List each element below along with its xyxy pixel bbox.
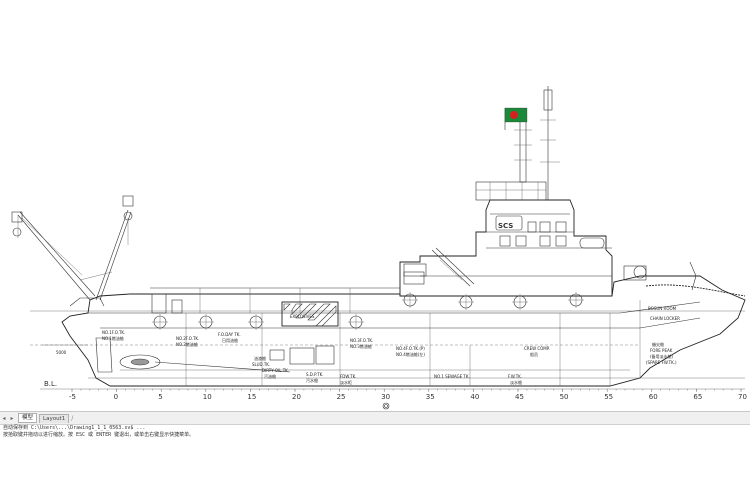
label-spare-cn: (备用淡水舱): [650, 353, 674, 359]
propeller: [130, 358, 150, 366]
command-line-history-1: 自动保存到 C:\Users\...\Drawing1_1_1_0563.sv$…: [3, 425, 146, 431]
label-no3fo: NO.3F.O.TK.: [350, 338, 373, 343]
frame-axis: -5 0 5 10 15 20 25 30 35 40 45 50 55 60 65 70: [69, 389, 747, 401]
propeller-nozzle: [119, 354, 161, 370]
tab-scroll-left-icon[interactable]: ◂: [2, 414, 6, 422]
deck-fitting-cross: [568, 292, 584, 308]
deck-fitting-cross: [512, 294, 528, 310]
deck-fitting-cross: [198, 314, 214, 330]
axis-tick-label: 50: [560, 393, 569, 401]
axis-tick-label: 15: [247, 393, 256, 401]
superstructure: [399, 181, 613, 296]
axis-tick-label: 30: [381, 393, 390, 401]
main-mast: [514, 86, 560, 200]
label-dirty-oil: DIRTY OIL TK.: [262, 368, 289, 373]
stern-roller: [69, 297, 105, 307]
label-fo-tk: NO.1F.O.TK.: [102, 330, 125, 335]
axis-tick-label: -5: [69, 393, 76, 401]
rudder: [95, 337, 113, 373]
baseline-label: B.L.: [44, 380, 57, 388]
cargo-rail: [150, 287, 400, 314]
label-small1-cn: 油渣舱: [254, 355, 266, 361]
bulkheads: [185, 300, 641, 386]
label-spare: (SPARE FW.TK.): [646, 360, 677, 365]
label-fore-peak-cn: 艏尖舱: [652, 341, 664, 347]
main-deck: [88, 301, 701, 314]
label-fw-tk-cn: 淡水舱: [510, 379, 522, 385]
label-no2fo-cn: NO.2燃油舱: [176, 341, 198, 347]
axis-tick-label: 0: [114, 393, 118, 401]
label-crew-comp: CREW COMP.: [524, 346, 550, 351]
engine-room: [269, 345, 335, 365]
tab-separator: /: [71, 414, 74, 422]
deck-fitting-cross: [402, 292, 418, 308]
deck-fitting-cross: [152, 314, 168, 330]
ship-profile-drawing: -5 0 5 10 15 20 25 30 35 40 45 50 55 60 65 70: [11, 86, 747, 410]
compartment-labels: NO.1F.O.TK. NO.1燃油舱 NO.2F.O.TK. NO.2燃油舱 …: [102, 306, 680, 385]
bangladesh-flag: [504, 107, 528, 130]
axis-tick-label: 40: [470, 393, 479, 401]
drawing-canvas[interactable]: -5 0 5 10 15 20 25 30 35 40 45 50 55 60 65 70: [0, 0, 750, 410]
label-sewage-tk: NO.1 SEWAGE TK.: [434, 374, 470, 379]
command-line-history-2: 按拾取键并拖动以进行缩放。按 ESC 或 ENTER 键退出，或单击右键显示快捷…: [3, 432, 195, 438]
deck-fitting-cross: [458, 294, 474, 310]
axis-tick-label: 45: [515, 393, 524, 401]
label-sdp-tk-cn: 污水舱: [306, 377, 318, 383]
label-no3fo-cn: NO.3燃油舱: [350, 343, 372, 349]
aft-crane-left: [11, 211, 96, 301]
label-fdw-cn: 淡水柜: [340, 379, 352, 385]
command-line[interactable]: 自动保存到 C:\Users\...\Drawing1_1_1_0563.sv$…: [0, 424, 750, 447]
forward-crane: [403, 247, 475, 287]
label-dirty-oil-cn: 污油舱: [264, 373, 276, 379]
tab-scroll-right-icon[interactable]: ▸: [10, 414, 14, 422]
shaft-line: [154, 361, 291, 373]
label-fo-tk-cn: NO.1燃油舱: [102, 335, 124, 341]
axis-tick-label: 25: [337, 393, 346, 401]
label-fdw: FDW.TK.: [340, 374, 357, 379]
label-day-tk-cn: 日用油舱: [222, 337, 238, 343]
deck-cargo-box: EXPLOSIVES: [281, 301, 339, 327]
hull-outline: [61, 275, 746, 387]
axis-tick-label: 35: [426, 393, 435, 401]
deck-fitting-cross: [348, 314, 364, 330]
axis-tick-label: 60: [649, 393, 658, 401]
axis-tick-label: 55: [604, 393, 613, 401]
label-no2fo: NO.2F.O.TK.: [176, 336, 199, 341]
deck-fitting-cross: [248, 314, 264, 330]
funnel-logo: SCS: [498, 222, 513, 230]
label-day-tk: F.O.DAY TK.: [218, 332, 241, 337]
label-fore-peak: FORE PEAK: [650, 348, 673, 353]
aft-crane-right: [79, 195, 134, 301]
axis-tick-label: 10: [203, 393, 212, 401]
dimension-label: 5000: [56, 350, 67, 355]
label-crew-comp-cn: 船员: [530, 351, 538, 357]
layout-tab-bar: ◂ ▸ 模型 Layout1 /: [0, 411, 750, 424]
label-sdp-tk: S.D.P.TK.: [306, 372, 324, 377]
deck-fittings: [152, 292, 584, 330]
label-bosun-room: BOSUN ROOM: [648, 306, 677, 311]
frame-marker: [382, 402, 390, 410]
label-chain-locker: CHAIN LOCKER: [650, 316, 680, 321]
bow-equipment: [623, 261, 746, 297]
label-small1: SLUD.TK.: [252, 362, 270, 367]
deck-cargo-text: EXPLOSIVES: [290, 314, 315, 319]
label-no4fo-cn: NO.4燃油舱(左): [396, 351, 425, 357]
blank-area: [0, 447, 750, 500]
tab-model[interactable]: 模型: [18, 413, 38, 423]
label-no4fo: NO.4F.O.TK.(P): [396, 346, 425, 351]
tab-layout1[interactable]: Layout1: [39, 413, 70, 423]
axis-tick-label: 65: [693, 393, 702, 401]
axis-tick-label: 5: [158, 393, 162, 401]
label-fw-tk: F.W.TK.: [508, 374, 522, 379]
axis-tick-label: 70: [738, 393, 747, 401]
axis-tick-label: 20: [292, 393, 301, 401]
